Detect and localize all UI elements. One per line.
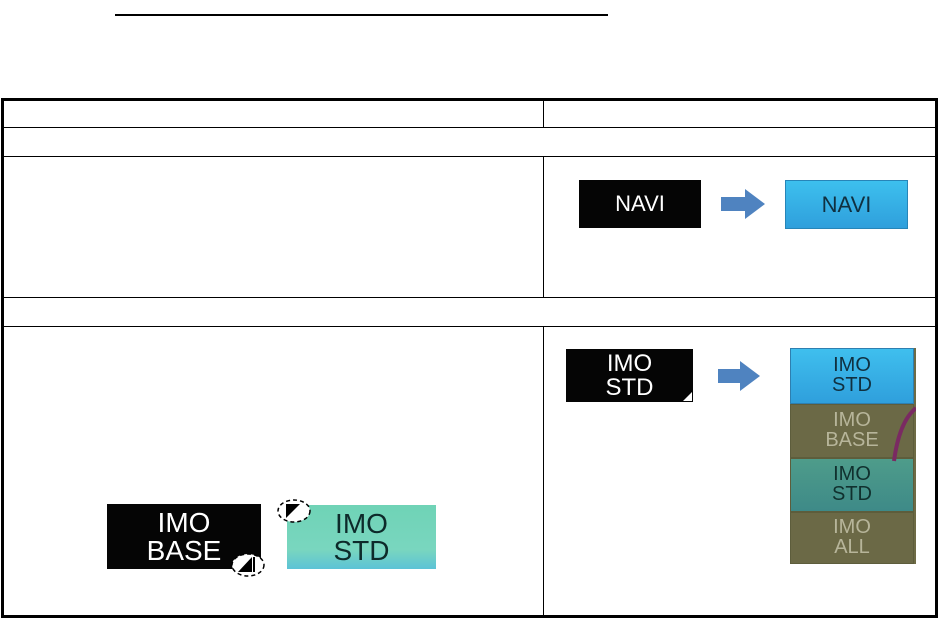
- column-divider-header: [543, 98, 544, 128]
- table-border-right: [935, 98, 938, 618]
- content-row-divider: [1, 297, 938, 298]
- column-divider-row2: [543, 326, 544, 617]
- imo-std-line2: STD: [605, 373, 654, 401]
- imo-std-line1: IMO: [606, 349, 653, 377]
- dropdown-item-imo-std-selected[interactable]: IMO STD: [790, 348, 914, 404]
- navi-button-inactive[interactable]: NAVI: [579, 180, 701, 228]
- dropdown-item-imo-all[interactable]: IMO ALL: [790, 512, 914, 564]
- section-row-divider-2: [1, 326, 938, 327]
- navi-button-active[interactable]: NAVI: [785, 180, 908, 229]
- imo-dropdown-menu: IMO STD IMO BASE IMO STD IMO ALL: [790, 348, 916, 564]
- menu-item-line1: IMO: [833, 463, 871, 486]
- header-row-divider: [1, 127, 938, 128]
- navi-active-label: NAVI: [821, 191, 872, 217]
- imo-base-line1: IMO: [157, 507, 211, 539]
- imo-base-line2: BASE: [146, 534, 222, 566]
- column-divider-row1: [543, 156, 544, 298]
- navi-inactive-label: NAVI: [615, 191, 665, 216]
- menu-item-line1: IMO: [833, 409, 871, 432]
- dropdown-item-imo-std[interactable]: IMO STD: [790, 458, 914, 512]
- table-border-bottom: [1, 615, 938, 618]
- menu-item-line2: STD: [832, 374, 872, 396]
- imo-std-button[interactable]: IMO STD: [566, 349, 693, 402]
- heading-underline: [115, 14, 608, 16]
- table-border-top: [1, 98, 938, 101]
- menu-item-line2: STD: [832, 483, 872, 505]
- menu-item-line1: IMO: [833, 354, 871, 377]
- cursor-arc-icon: [892, 406, 916, 462]
- arrow-right-icon-2: [718, 361, 760, 391]
- imo-std-teal-line2: STD: [333, 535, 390, 566]
- menu-item-line2: BASE: [825, 429, 879, 451]
- menu-item-line1: IMO: [833, 516, 871, 539]
- corner-marker-callout-icon-2: [277, 499, 311, 523]
- imo-std-teal-button[interactable]: IMO STD: [287, 505, 436, 569]
- menu-item-line2: ALL: [834, 536, 870, 558]
- dropdown-corner-icon: [683, 392, 692, 401]
- corner-marker-callout-icon: [231, 553, 265, 577]
- arrow-right-icon: [721, 189, 765, 219]
- imo-std-teal-line1: IMO: [335, 507, 388, 539]
- table-border-left: [1, 98, 4, 618]
- section-row-divider: [1, 156, 938, 157]
- dropdown-item-imo-base[interactable]: IMO BASE: [790, 404, 914, 458]
